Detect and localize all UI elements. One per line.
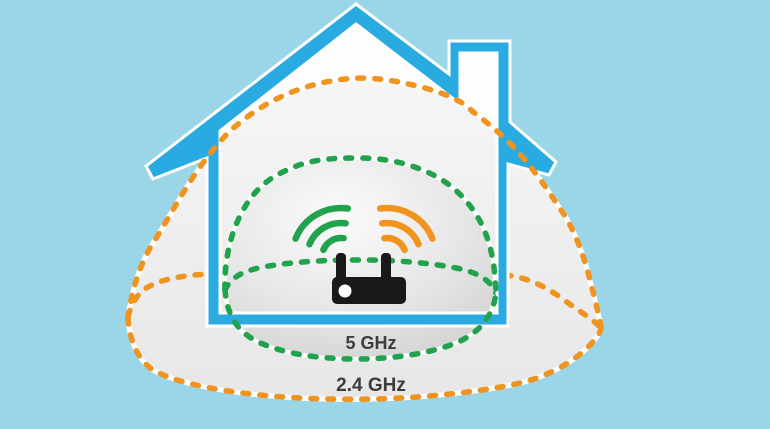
label-5ghz: 5 GHz xyxy=(345,333,396,353)
house-outline xyxy=(144,2,558,328)
ellipse-front-edge-5ghz xyxy=(222,287,499,362)
router-led xyxy=(338,284,352,298)
ellipse-front-edge-24ghz xyxy=(125,315,604,402)
label-24ghz: 2.4 GHz xyxy=(336,375,406,396)
router xyxy=(332,253,406,304)
ellipse-back-edge-5ghz xyxy=(222,257,499,296)
wifi-signal-5ghz-icon xyxy=(292,204,352,254)
ellipse-back-edge-24ghz-left xyxy=(125,271,212,319)
ellipse-back-edge-24ghz-right xyxy=(502,272,602,329)
router-antenna-left xyxy=(336,253,346,281)
wifi-signal-24ghz-icon xyxy=(376,204,436,254)
dome-outline-24ghz xyxy=(125,75,604,331)
router-antenna-right xyxy=(381,253,391,281)
router-body xyxy=(332,277,406,304)
dome-outline-5ghz xyxy=(222,155,499,296)
